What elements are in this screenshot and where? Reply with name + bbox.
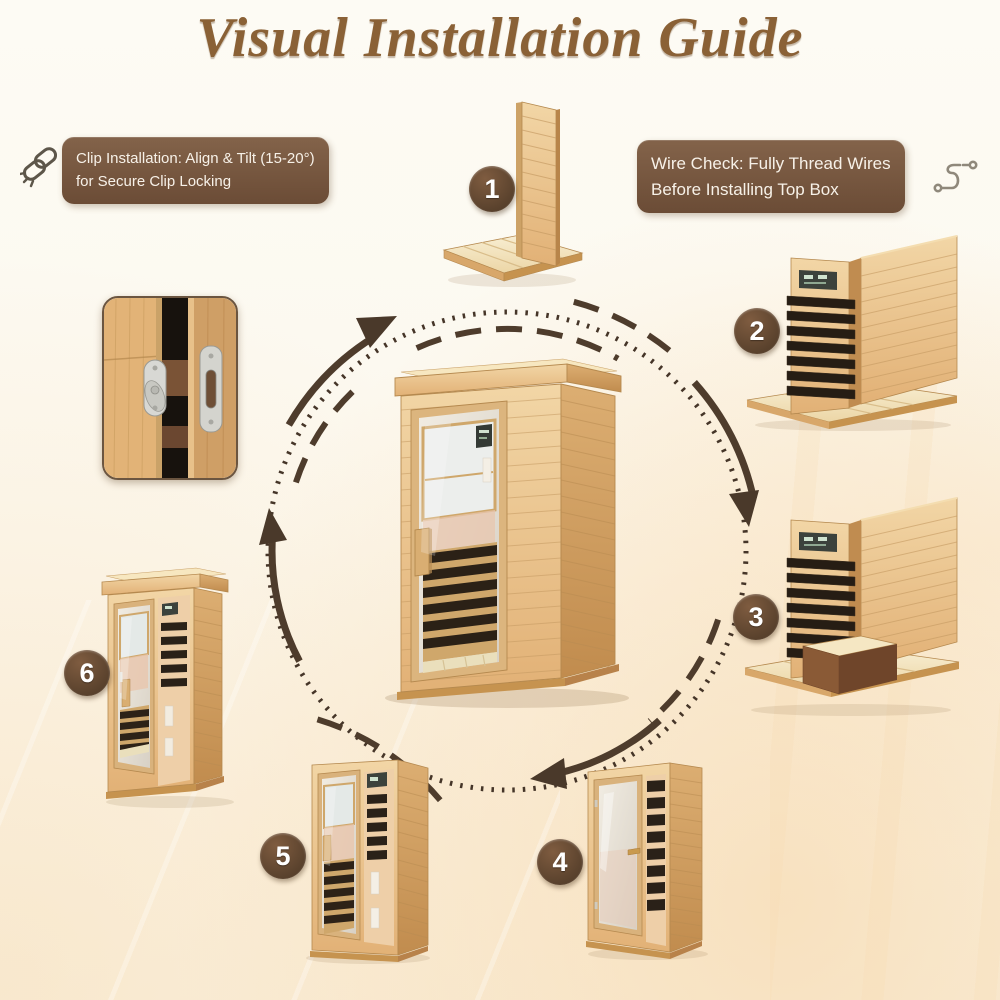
interior-bench <box>121 678 131 708</box>
arrow-top <box>356 316 397 348</box>
page-title: Visual Installation Guide <box>196 7 804 69</box>
heater-slats <box>786 295 856 400</box>
side-wall <box>860 235 958 405</box>
slot-bracket <box>199 345 223 433</box>
interior-floor <box>120 744 149 758</box>
callout-wire-check: Wire Check: Fully Thread Wires Before In… <box>637 140 905 213</box>
center-sauna-image <box>385 358 629 708</box>
control-panel <box>476 424 492 448</box>
side-wall <box>669 762 703 953</box>
step-2-badge: 2 <box>734 308 780 354</box>
callout-right-line1: Wire Check: Fully Thread Wires <box>651 154 891 173</box>
interior-floor <box>423 652 497 673</box>
callout-right-line2: Before Installing Top Box <box>651 179 839 199</box>
step-4-badge: 4 <box>537 839 583 885</box>
callout-left-line1: Clip Installation: Align & Tilt (15-20°) <box>76 150 315 167</box>
control-panel <box>799 532 837 552</box>
step-3-badge: 3 <box>733 594 779 640</box>
interior-bench <box>322 834 332 862</box>
step-2-image <box>746 235 958 431</box>
back-panel <box>521 101 557 267</box>
floor-panel <box>442 234 584 274</box>
step-3-image <box>744 497 960 716</box>
step-6-badge: 6 <box>64 650 110 696</box>
interior-heaters <box>324 861 354 924</box>
step-5-image <box>306 759 430 964</box>
callout-clip-installation: Clip Installation: Align & Tilt (15-20°)… <box>62 137 329 204</box>
step-6-image <box>101 567 234 808</box>
door-handle <box>627 847 641 856</box>
arrow-bottom <box>530 758 567 789</box>
side-wall <box>193 587 223 785</box>
control-panel <box>799 270 837 290</box>
interior-heaters <box>120 709 149 752</box>
step-4-image <box>586 762 708 960</box>
callout-left-line2: for Secure Clip Locking <box>76 172 232 190</box>
step-1-image <box>442 101 584 287</box>
door-glass <box>599 781 637 930</box>
wire-icon <box>933 160 978 193</box>
step-1-badge: 1 <box>469 166 515 212</box>
interior-heaters <box>423 545 497 649</box>
step-5-badge: 5 <box>260 833 306 879</box>
broken-chain-link-icon <box>20 147 58 188</box>
clip-closeup-image <box>104 298 236 478</box>
bench <box>802 635 898 695</box>
clip-closeup-inset <box>102 296 238 480</box>
door-handle <box>119 672 123 682</box>
rotating-clip <box>143 359 167 417</box>
arrow-left <box>259 508 287 545</box>
side-wall <box>397 759 429 956</box>
